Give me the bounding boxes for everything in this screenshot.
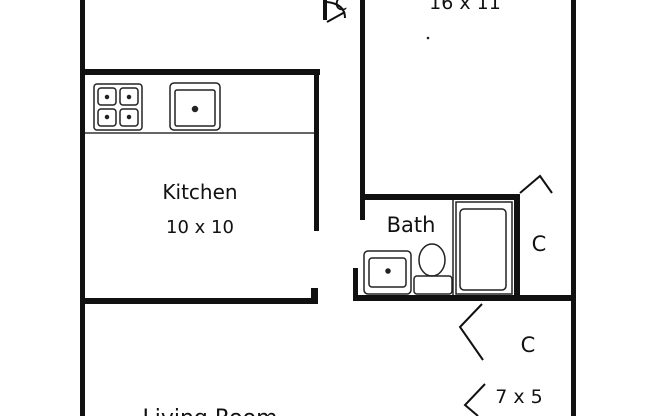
closet-dimensions: 7 x 5 — [495, 386, 543, 408]
kitchen-wall-right — [314, 69, 319, 231]
living-room-label: Living Room — [142, 406, 277, 416]
kitchen-wall-stub — [311, 288, 318, 303]
door-swings — [326, 1, 553, 416]
stove-icon — [93, 83, 143, 131]
bath-sink-icon — [363, 250, 412, 295]
toilet-icon — [413, 243, 453, 295]
closet-wall — [514, 194, 520, 298]
top-closet-label: C — [335, 0, 348, 15]
bedroom-wall-left — [360, 0, 365, 220]
bedroom-dimensions: 16 x 11 — [429, 0, 501, 14]
closet-label-hall: C — [521, 333, 536, 357]
top-closet-wall — [323, 0, 327, 20]
kitchen-dimensions: 10 x 10 — [166, 217, 234, 238]
outer-wall-left — [80, 0, 85, 416]
kitchen-wall-bottom — [80, 298, 318, 304]
bathtub-icon — [455, 201, 513, 295]
bath-label: Bath — [387, 213, 436, 237]
kitchen-label: Kitchen — [162, 180, 237, 204]
bath-wall-top — [360, 194, 520, 200]
closet-label-bath: C — [532, 232, 547, 256]
bath-wall-stub — [353, 268, 358, 300]
kitchen-wall-top — [80, 69, 320, 75]
kitchen-sink-icon — [169, 82, 221, 131]
outer-wall-right — [571, 0, 576, 416]
bath-wall-bottom — [353, 295, 576, 301]
walls — [80, 0, 576, 416]
